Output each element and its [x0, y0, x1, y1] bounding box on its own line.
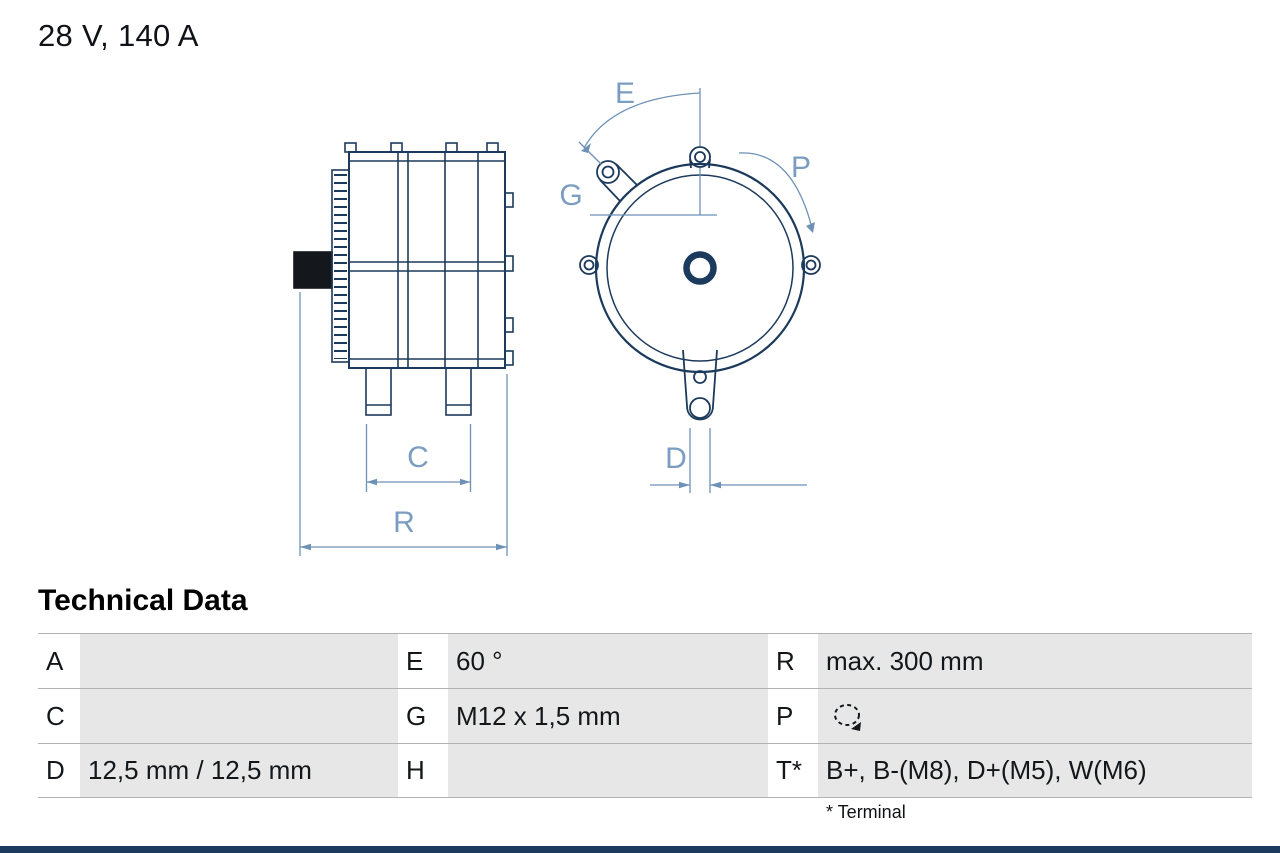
dim-label-P: P [791, 151, 811, 184]
spec-value-D: 12,5 mm / 12,5 mm [80, 744, 398, 797]
dim-label-G: G [559, 179, 582, 212]
terminal-footnote: * Terminal [826, 802, 906, 822]
spec-value-H [448, 744, 768, 797]
dim-label-D: D [665, 442, 687, 475]
spec-value-A [80, 634, 398, 688]
bottom-accent-bar [0, 846, 1280, 853]
spec-key-C: C [46, 700, 65, 731]
spec-value-T: B+, B-(M8), D+(M5), W(M6) [818, 744, 1252, 797]
spec-value-P [818, 689, 1252, 743]
table-row: A E 60 ° R max. 300 mm [38, 633, 1252, 688]
dimension-labels: E G P C R D [393, 77, 811, 539]
dimension-lines [299, 88, 813, 556]
dim-label-R: R [393, 506, 415, 539]
spec-key-T: T* [776, 755, 802, 785]
spec-value-R: max. 300 mm [818, 634, 1252, 688]
dim-label-E: E [615, 77, 635, 110]
table-row: D 12,5 mm / 12,5 mm H T* B+, B-(M8), D+(… [38, 743, 1252, 798]
dim-label-C: C [407, 441, 429, 474]
dimension-arrowheads [300, 143, 815, 551]
table-row: C G M12 x 1,5 mm P [38, 688, 1252, 743]
voltage-current-rating: 28 V, 140 A [38, 18, 199, 53]
bottom-mounting-lug [682, 349, 718, 421]
alternator-technical-drawing: E G P C R D [293, 77, 821, 556]
alternator-side-view [293, 142, 514, 416]
spec-key-G: G [406, 700, 427, 731]
technical-data-table: A E 60 ° R max. 300 mm C G M12 x 1,5 mm … [38, 633, 1252, 798]
rotation-direction-icon [834, 704, 861, 731]
spec-value-C [80, 689, 398, 743]
shaft-hole [683, 251, 717, 285]
spec-key-H: H [406, 755, 425, 785]
spec-key-P: P [776, 700, 794, 731]
spec-key-E: E [406, 645, 424, 676]
spec-key-A: A [46, 645, 64, 676]
spec-value-E: 60 ° [448, 634, 768, 688]
shaft-thread [293, 251, 333, 289]
spec-value-G: M12 x 1,5 mm [448, 689, 768, 743]
spec-key-D: D [46, 755, 65, 785]
technical-data-heading: Technical Data [38, 584, 248, 617]
spec-key-R: R [776, 645, 795, 676]
